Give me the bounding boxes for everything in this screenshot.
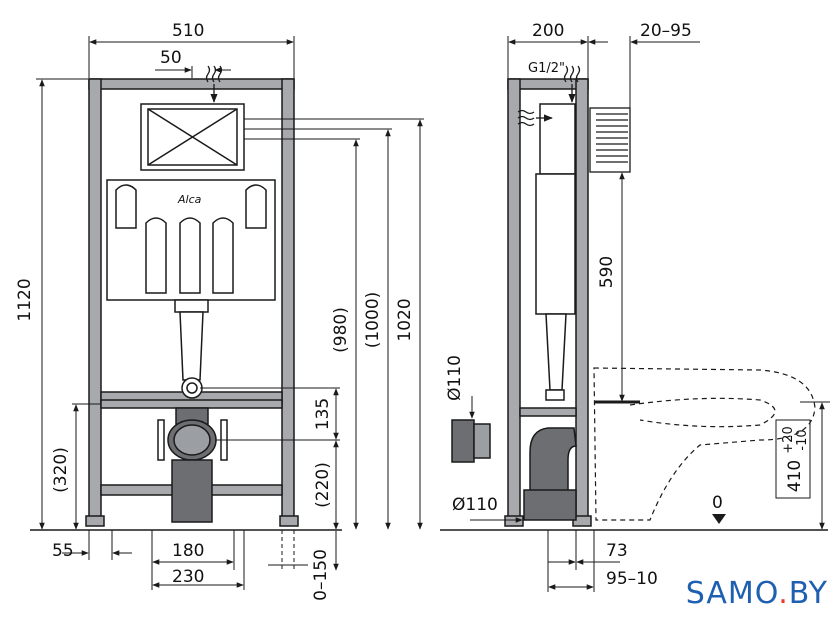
dim-1000: (1000) [363, 292, 383, 349]
dim-side-range: 20–95 [640, 21, 692, 41]
front-cistern [106, 103, 276, 399]
dim-front-width: 510 [172, 21, 204, 41]
dim-73: 73 [606, 541, 628, 561]
dim-55: 55 [52, 541, 74, 561]
dim-180: 180 [172, 541, 204, 561]
dim-410-tol-plus: +20 [781, 426, 796, 453]
dim-220: (220) [313, 462, 333, 508]
dim-95-10: 95–10 [606, 569, 658, 589]
side-flush-plate [589, 107, 631, 173]
watermark-suffix: BY [788, 576, 828, 611]
thread-label: G1/2" [528, 61, 565, 76]
side-inlet-arrow [517, 65, 581, 127]
side-pipe [451, 419, 577, 521]
dim-135: 135 [313, 398, 333, 430]
dim-pipe-top: Ø110 [445, 355, 465, 401]
dim-410: 410 [785, 460, 805, 492]
side-cistern [535, 103, 576, 401]
dim-0-150: 0–150 [311, 549, 331, 601]
side-dimension-lines [469, 36, 830, 592]
front-pipe [157, 407, 228, 523]
side-frame [504, 78, 592, 527]
dim-pipe-bottom: Ø110 [452, 495, 498, 515]
dim-total-height: 1120 [15, 278, 35, 321]
dim-410-box [775, 419, 811, 499]
dim-980: (980) [331, 307, 351, 353]
front-dimension-lines [36, 36, 424, 590]
dim-1020: 1020 [395, 298, 415, 341]
dim-320: (320) [51, 447, 71, 493]
brand-label: Alca [177, 193, 202, 206]
watermark-dot: . [778, 576, 789, 611]
dim-590: 590 [597, 256, 617, 288]
dim-front-offset: 50 [160, 48, 182, 68]
toilet-bowl-outline [593, 367, 816, 521]
dim-side-depth: 200 [532, 21, 564, 41]
zero-label: 0 [712, 493, 723, 513]
dim-230: 230 [172, 567, 204, 587]
watermark: SAMO.BY [686, 576, 828, 611]
dim-410-tol-minus: -10 [795, 429, 810, 450]
watermark-text: SAMO [685, 576, 779, 611]
zero-marker [712, 514, 726, 524]
